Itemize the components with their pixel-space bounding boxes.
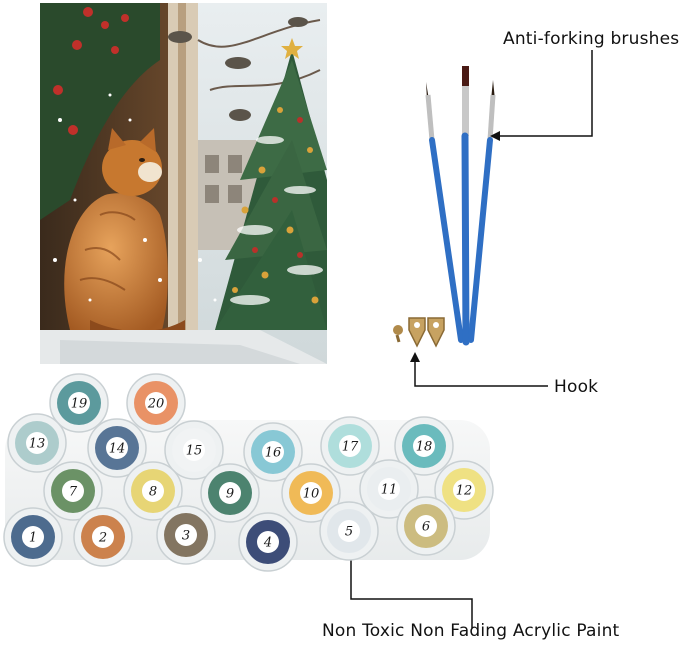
pot-badge [378,478,400,500]
paint-pot-14: 14 [87,418,147,478]
paint-pot-20: 20 [126,373,186,433]
pot-number: 13 [29,437,46,452]
pot-number: 20 [147,397,165,412]
pot-number: 17 [342,440,359,455]
pot-number: 10 [303,487,320,502]
hook-pointer [414,358,548,387]
cat [64,128,185,335]
pot-badge [62,480,84,502]
paint-pot-7: 7 [43,461,103,521]
pot-number: 1 [29,531,37,546]
hook-arrowhead [410,352,420,362]
paint-pot-18: 18 [394,416,454,476]
pot-badge [257,531,279,553]
paint-pot-10: 10 [281,463,341,523]
pot-number: 4 [263,536,272,551]
paint-brush-icon [425,66,496,346]
hanging-hook-icon [393,317,445,348]
paint-pot-15: 15 [164,420,224,480]
paint-pot-3: 3 [156,505,216,565]
pot-badge [338,520,360,542]
pot-number: 3 [182,529,190,544]
pot-badge [22,526,44,548]
pot-number: 16 [265,446,282,461]
hook-label: Hook [554,377,599,397]
paint-pot-1: 1 [3,507,63,567]
paint-pot-19: 19 [49,373,109,433]
pot-badge [219,482,241,504]
pot-number: 14 [109,442,126,457]
pot-badge [339,435,361,457]
paint-pot-9: 9 [200,463,260,523]
paint-pot-11: 11 [359,459,419,519]
pot-number: 18 [416,440,433,455]
paint-label: Non Toxic Non Fading Acrylic Paint [322,621,620,641]
pot-badge [183,439,205,461]
pot-number: 6 [422,520,430,535]
pot-badge [106,437,128,459]
pot-number: 5 [345,525,353,540]
pot-badge [413,435,435,457]
pot-number: 12 [456,484,473,499]
pot-badge [92,526,114,548]
paint-pot-6: 6 [396,496,456,556]
pot-number: 19 [71,397,88,412]
paint-pot-2: 2 [73,507,133,567]
pot-badge [145,392,167,414]
pot-badge [262,441,284,463]
pot-badge [300,482,322,504]
paint-pot-16: 16 [243,422,303,482]
paint-pot-5: 5 [319,501,379,561]
paint-pot-17: 17 [320,416,380,476]
paint-pot-12: 12 [434,460,494,520]
paint-pot-13: 13 [7,413,67,473]
pot-badge [142,480,164,502]
pot-badge [415,515,437,537]
pot-number: 2 [98,531,107,546]
paint-pointer [350,548,473,628]
brush-left [425,82,464,343]
pot-badge [26,432,48,454]
pot-number: 15 [186,444,203,459]
pot-number: 9 [226,487,234,502]
pot-badge [68,392,90,414]
paint-pot-4: 4 [238,512,298,572]
pot-number: 7 [69,485,78,500]
paint-pot-8: 8 [123,461,183,521]
cat-window-christmas-tree-painting [40,3,327,364]
brush-middle [461,66,470,346]
brushes-arrowhead [490,131,500,141]
brushes-pointer [493,50,593,137]
pot-number: 8 [149,485,157,500]
pot-badge [453,479,475,501]
brushes-label: Anti-forking brushes [503,29,679,49]
brush-right [468,80,496,343]
pot-number: 11 [381,483,398,498]
pot-badge [175,524,197,546]
